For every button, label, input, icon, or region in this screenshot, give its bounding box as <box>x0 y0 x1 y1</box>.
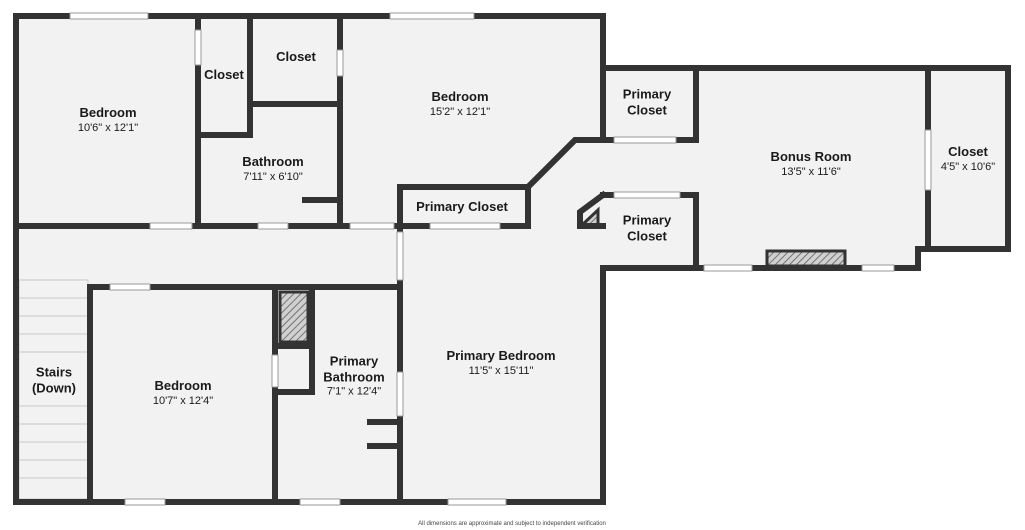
room-name: Stairs (Down) <box>31 364 77 395</box>
room-name: Primary Closet <box>622 86 672 117</box>
room-dims: 13'5" x 11'6" <box>781 165 841 178</box>
floor-east-wing <box>603 68 1008 268</box>
room-dims: 10'7" x 12'4" <box>152 394 214 407</box>
room-primary-bathroom: Primary Bathroom 7'1" x 12'4" <box>314 353 394 398</box>
disclaimer-footnote: All dimensions are approximate and subje… <box>418 521 606 527</box>
room-bathroom: Bathroom 7'11" x 6'10" <box>242 154 303 184</box>
outer-walls <box>13 13 1011 505</box>
room-name: Bedroom <box>431 89 489 105</box>
room-closet-top: Closet <box>276 49 316 65</box>
room-primary-closet-mid: Primary Closet <box>416 199 508 215</box>
room-primary-bedroom: Primary Bedroom 11'5" x 15'11" <box>446 348 555 378</box>
room-name: Closet <box>948 144 988 160</box>
room-bonus-room: Bonus Room 13'5" x 11'6" <box>771 149 852 179</box>
room-dims: 15'2" x 12'1" <box>429 105 491 118</box>
room-primary-closet-ne1: Primary Closet <box>607 86 687 117</box>
room-name: Bedroom <box>79 105 137 121</box>
room-name: Bonus Room <box>770 149 852 165</box>
room-primary-closet-ne2: Primary Closet <box>607 212 687 243</box>
room-bedroom-sw: Bedroom 10'7" x 12'4" <box>153 378 213 408</box>
room-name: Primary Closet <box>622 212 672 243</box>
linen-hatch <box>278 290 310 344</box>
room-stairs: Stairs (Down) <box>24 364 84 395</box>
room-name: Bedroom <box>154 378 212 394</box>
room-name: Primary Bathroom <box>323 353 385 384</box>
room-name: Primary Closet <box>416 199 508 215</box>
room-name: Closet <box>204 67 244 83</box>
room-bedroom-n: Bedroom 15'2" x 12'1" <box>430 89 490 119</box>
room-closet-east: Closet 4'5" x 10'6" <box>941 144 995 174</box>
room-name: Primary Bedroom <box>446 348 556 364</box>
room-name: Closet <box>276 49 316 65</box>
room-bedroom-nw: Bedroom 10'6" x 12'1" <box>78 105 138 135</box>
room-dims: 7'1" x 12'4" <box>326 385 382 398</box>
room-dims: 7'11" x 6'10" <box>243 170 303 183</box>
room-closet-small: Closet <box>204 67 244 83</box>
fireplace-hatch <box>765 249 847 268</box>
room-dims: 4'5" x 10'6" <box>940 160 996 173</box>
windows <box>69 12 932 506</box>
room-name: Bathroom <box>242 154 304 170</box>
floor-main <box>16 16 603 502</box>
room-dims: 11'5" x 15'11" <box>468 364 534 377</box>
room-dims: 10'6" x 12'1" <box>77 121 139 134</box>
